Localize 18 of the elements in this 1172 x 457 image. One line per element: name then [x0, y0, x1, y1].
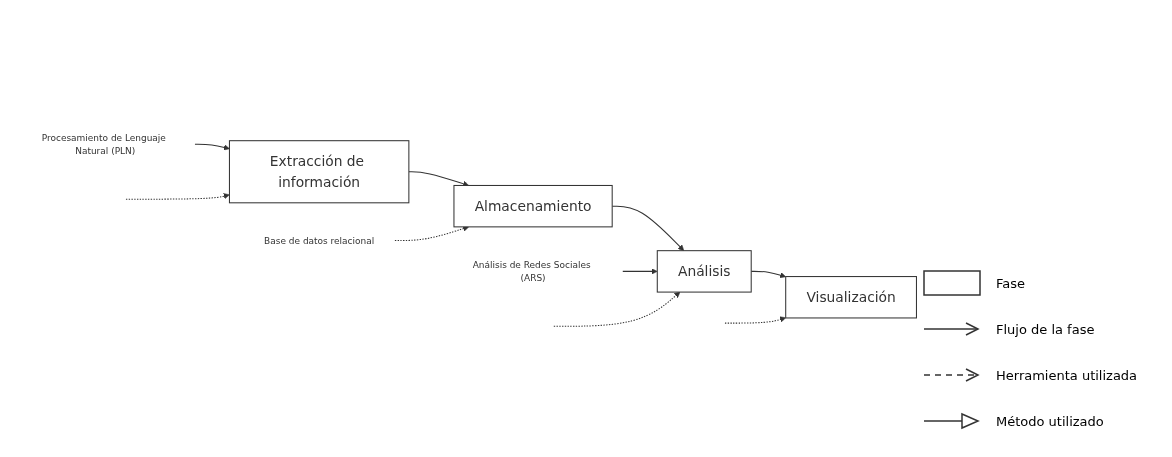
node-text: Procesamiento de Lenguaje Natural (PLN) — [41, 132, 166, 156]
node-box: Extracción de información — [228, 140, 410, 204]
arrow — [125, 193, 230, 200]
node-box: Visualización — [785, 275, 917, 319]
node-box: Análisis — [656, 250, 752, 293]
arrow — [194, 143, 230, 151]
arrow — [394, 225, 469, 242]
legend-text: Flujo de la fase — [996, 321, 1095, 337]
arrow — [553, 291, 681, 327]
legend-text: Fase — [996, 275, 1026, 291]
legend-text: Método utilizado — [996, 413, 1104, 429]
legend-text: Herramienta utilizada — [996, 367, 1138, 383]
node-text: Análisis de Redes Sociales (ARS) — [472, 259, 591, 284]
arrow — [724, 316, 786, 324]
arrow — [622, 268, 658, 275]
node-text: Base de datos relacional — [264, 235, 375, 246]
node-box: Almacenamiento — [453, 184, 613, 228]
arrow — [408, 171, 469, 187]
